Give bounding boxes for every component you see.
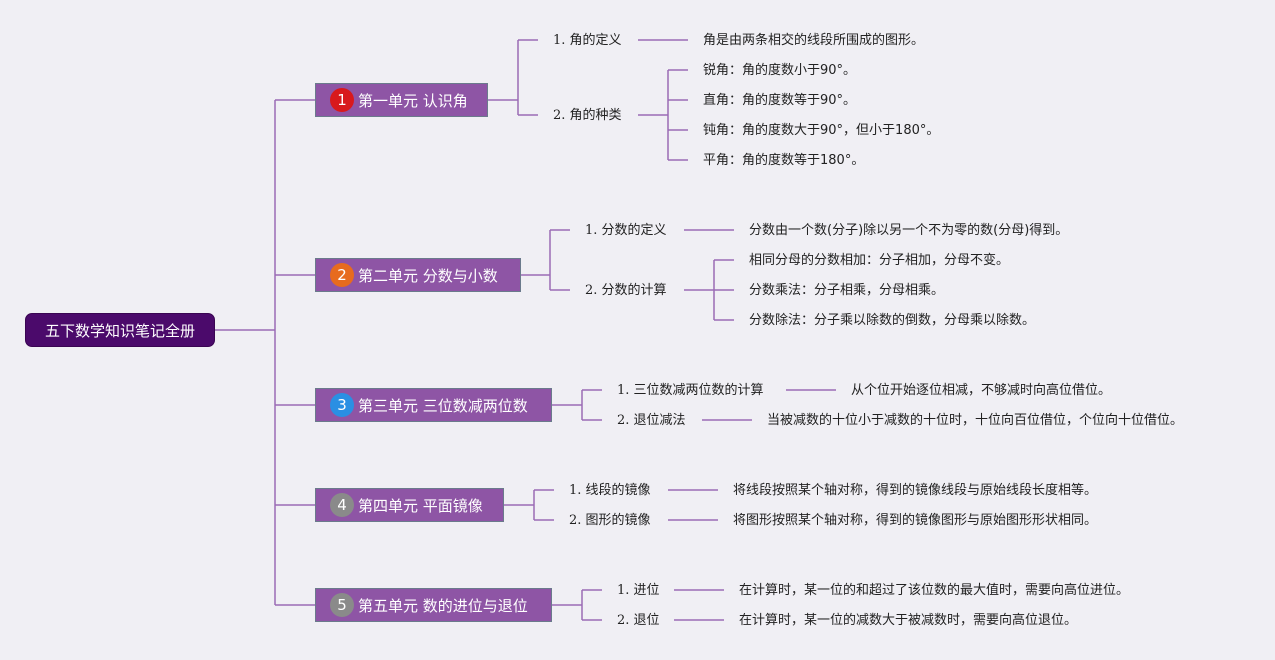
note-1-2-3[interactable]: 钝角：角的度数大于90°，但小于180°。 <box>703 123 940 138</box>
note-1-2-2[interactable]: 直角：角的度数等于90°。 <box>703 93 857 108</box>
topic-label-4-1[interactable]: 1. 线段的镜像 <box>569 483 651 498</box>
unit-title-4: 第四单元 平面镜像 <box>358 496 483 515</box>
note-3-1-1[interactable]: 从个位开始逐位相减，不够减时向高位借位。 <box>851 383 1112 398</box>
number-badge-4: 4 <box>330 493 354 517</box>
unit-title-5: 第五单元 数的进位与退位 <box>358 596 528 615</box>
topic-label-1-1[interactable]: 1. 角的定义 <box>553 33 622 48</box>
topic-label-2-2[interactable]: 2. 分数的计算 <box>585 283 667 298</box>
note-2-2-3[interactable]: 分数除法：分子乘以除数的倒数，分母乘以除数。 <box>749 313 1036 328</box>
note-5-2-1[interactable]: 在计算时，某一位的减数大于被减数时，需要向高位退位。 <box>739 613 1078 628</box>
number-badge-5: 5 <box>330 593 354 617</box>
number-badge-3: 3 <box>330 393 354 417</box>
topic-label-4-2[interactable]: 2. 图形的镜像 <box>569 513 651 528</box>
unit-title-2: 第二单元 分数与小数 <box>358 266 498 285</box>
note-2-2-2[interactable]: 分数乘法：分子相乘，分母相乘。 <box>749 283 945 298</box>
unit-node-2[interactable]: 2 第二单元 分数与小数 <box>315 258 521 292</box>
topic-label-5-1[interactable]: 1. 进位 <box>617 583 660 598</box>
number-badge-2: 2 <box>330 263 354 287</box>
note-2-1-1[interactable]: 分数由一个数(分子)除以另一个不为零的数(分母)得到。 <box>749 223 1069 238</box>
note-1-2-4[interactable]: 平角：角的度数等于180°。 <box>703 153 865 168</box>
unit-node-3[interactable]: 3 第三单元 三位数减两位数 <box>315 388 552 422</box>
note-4-2-1[interactable]: 将图形按照某个轴对称，得到的镜像图形与原始图形形状相同。 <box>733 513 1098 528</box>
topic-label-3-2[interactable]: 2. 退位减法 <box>617 413 686 428</box>
root-node[interactable]: 五下数学知识笔记全册 <box>25 313 215 347</box>
note-3-2-1[interactable]: 当被减数的十位小于减数的十位时，十位向百位借位，个位向十位借位。 <box>767 413 1184 428</box>
topic-label-1-2[interactable]: 2. 角的种类 <box>553 108 622 123</box>
number-badge-1: 1 <box>330 88 354 112</box>
note-1-1-1[interactable]: 角是由两条相交的线段所围成的图形。 <box>703 33 925 48</box>
note-4-1-1[interactable]: 将线段按照某个轴对称，得到的镜像线段与原始线段长度相等。 <box>733 483 1098 498</box>
unit-title-3: 第三单元 三位数减两位数 <box>358 396 528 415</box>
unit-node-4[interactable]: 4 第四单元 平面镜像 <box>315 488 504 522</box>
note-1-2-1[interactable]: 锐角：角的度数小于90°。 <box>703 63 857 78</box>
note-5-1-1[interactable]: 在计算时，某一位的和超过了该位数的最大值时，需要向高位进位。 <box>739 583 1130 598</box>
topic-label-5-2[interactable]: 2. 退位 <box>617 613 660 628</box>
note-2-2-1[interactable]: 相同分母的分数相加：分子相加，分母不变。 <box>749 253 1010 268</box>
unit-node-1[interactable]: 1 第一单元 认识角 <box>315 83 488 117</box>
topic-label-2-1[interactable]: 1. 分数的定义 <box>585 223 667 238</box>
unit-title-1: 第一单元 认识角 <box>358 91 468 110</box>
unit-node-5[interactable]: 5 第五单元 数的进位与退位 <box>315 588 552 622</box>
topic-label-3-1[interactable]: 1. 三位数减两位数的计算 <box>617 383 764 398</box>
